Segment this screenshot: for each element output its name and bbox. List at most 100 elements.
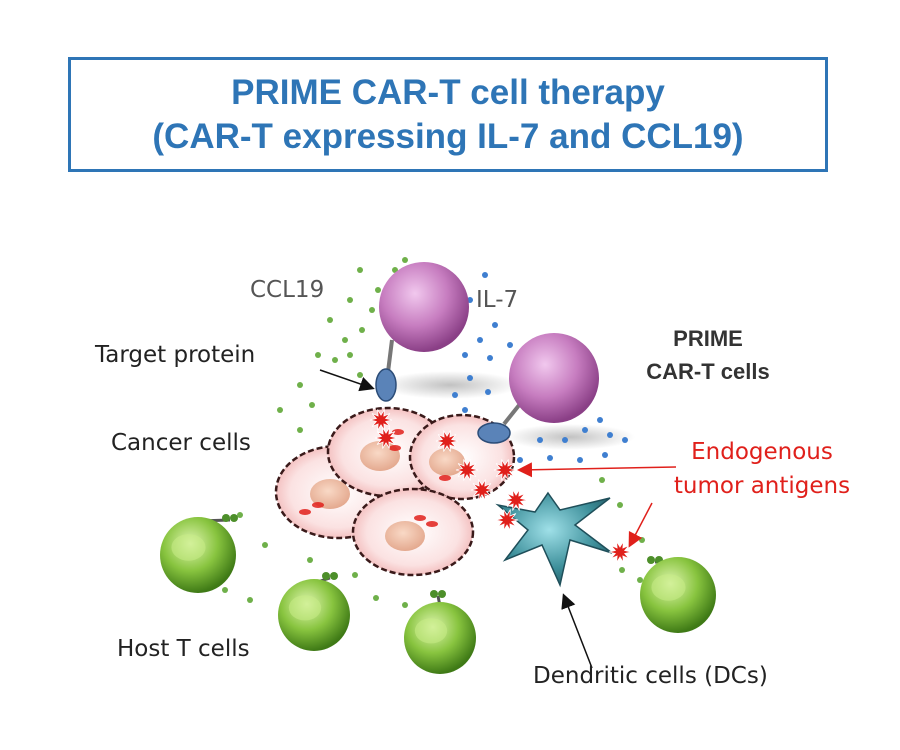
ccl19-dot: [619, 567, 625, 573]
antigen-patch: [299, 509, 311, 515]
il7-dot: [537, 437, 543, 443]
antigen-patches: [299, 429, 451, 527]
antigen-patch: [426, 521, 438, 527]
antigen-patch: [392, 429, 404, 435]
ccl19-dot: [307, 557, 313, 563]
cancer-cells-label: Cancer cells: [111, 430, 251, 456]
cancer-cell-nucleus: [310, 479, 350, 509]
car-t-cell-1: [375, 262, 469, 402]
antigen-starburst: [608, 541, 632, 563]
il7-dot: [482, 272, 488, 278]
cancer-cell-nucleus: [385, 521, 425, 551]
host-t-cells: [160, 514, 716, 674]
il7-dot: [485, 389, 491, 395]
il7-dot: [562, 437, 568, 443]
host-t-cell: [640, 556, 716, 633]
il7-dot: [597, 417, 603, 423]
antigen-starburst: [470, 479, 494, 501]
ccl19-dot: [402, 257, 408, 263]
ccl19-dot: [359, 327, 365, 333]
car-receptor: [477, 422, 511, 444]
ccl19-dot: [347, 297, 353, 303]
ccl19-dot: [639, 537, 645, 543]
title-line-2: (CAR-T expressing IL-7 and CCL19): [152, 116, 744, 156]
il7-dot: [492, 322, 498, 328]
target-protein-arrow: [319, 369, 375, 392]
ccl19-dot: [357, 372, 363, 378]
endogenous-label-line-2: tumor antigens: [673, 473, 851, 499]
prime-label-line-2: CAR-T cells: [646, 359, 770, 384]
ccl19-dot: [262, 542, 268, 548]
antigen-starburst: [435, 430, 459, 452]
car-t-shadow: [505, 424, 635, 450]
il7-label: IL-7: [476, 287, 519, 313]
target-protein-label: Target protein: [95, 342, 256, 368]
il7-dot: [467, 375, 473, 381]
ccl19-dot: [375, 287, 381, 293]
title-box: PRIME CAR-T cell therapy (CAR-T expressi…: [68, 57, 828, 172]
car-t-cell: [379, 262, 469, 352]
dendritic-cells-label: Dendritic cells (DCs): [533, 663, 768, 689]
antigen-starburst: [455, 459, 479, 481]
host-t-cell: [404, 590, 476, 674]
antigen-patch: [389, 445, 401, 451]
antigen-starburst: [495, 509, 519, 531]
endogenous-antigens-label: Endogenous tumor antigens: [662, 435, 862, 503]
il7-dot: [517, 457, 523, 463]
il7-dot: [452, 392, 458, 398]
ccl19-dot: [357, 267, 363, 273]
ccl19-dot: [327, 317, 333, 323]
dendritic-cell: [495, 491, 613, 588]
antigen-starburst: [369, 409, 393, 431]
ccl19-dot: [247, 597, 253, 603]
car-receptor: [375, 368, 397, 402]
il7-dot: [602, 452, 608, 458]
title-line-1: PRIME CAR-T cell therapy: [231, 72, 665, 112]
dendritic-cell-arrow: [561, 593, 593, 669]
ccl19-label: CCL19: [250, 277, 325, 303]
il7-dot: [462, 407, 468, 413]
ccl19-dot: [237, 512, 243, 518]
ccl19-dot: [315, 352, 321, 358]
ccl19-dot: [617, 502, 623, 508]
ccl19-dot: [342, 337, 348, 343]
antigen-arrow-1: [517, 462, 677, 478]
antigen-starburst: [493, 459, 517, 481]
ccl19-dot: [332, 357, 338, 363]
il7-dot: [622, 437, 628, 443]
il7-dot: [507, 342, 513, 348]
il7-dot: [462, 352, 468, 358]
prime-label-line-1: PRIME: [673, 326, 743, 351]
ccl19-dot: [373, 595, 379, 601]
ccl19-dot: [297, 427, 303, 433]
ccl19-dot: [222, 587, 228, 593]
il7-dot: [487, 355, 493, 361]
ccl19-dot: [297, 382, 303, 388]
il7-dot: [547, 455, 553, 461]
ccl19-dot: [402, 602, 408, 608]
antigen-starburst: [504, 489, 528, 511]
antigen-patch: [439, 475, 451, 481]
ccl19-dot: [637, 577, 643, 583]
antigen-patch: [312, 502, 324, 508]
ccl19-dot: [599, 477, 605, 483]
cytokine-dots: [222, 257, 645, 640]
il7-dot: [607, 432, 613, 438]
ccl19-dot: [309, 402, 315, 408]
ccl19-dot: [277, 407, 283, 413]
ccl19-dot: [352, 572, 358, 578]
host-t-cell: [160, 514, 238, 593]
il7-dot: [477, 337, 483, 343]
antigen-arrow-2: [628, 502, 653, 548]
ccl19-dot: [369, 307, 375, 313]
car-t-cell-2: [477, 333, 599, 444]
antigen-patch: [414, 515, 426, 521]
ccl19-dot: [347, 352, 353, 358]
prime-car-t-label: PRIME CAR-T cells: [628, 322, 788, 388]
host-t-cell: [278, 572, 350, 651]
cancer-cell-nucleus: [429, 448, 465, 476]
car-t-shadow: [380, 371, 520, 399]
antigen-starburst: [374, 427, 398, 449]
antigen-starbursts: [369, 409, 632, 563]
